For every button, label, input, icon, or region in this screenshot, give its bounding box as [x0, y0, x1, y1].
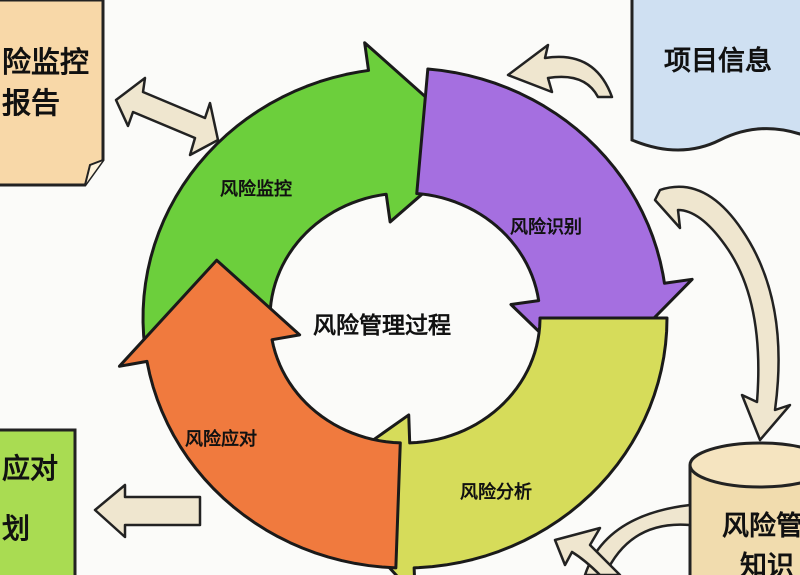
cycle-ring — [117, 41, 694, 575]
project-info-box: 项目信息 — [630, 0, 800, 152]
response-plan-line1: 应对 — [2, 452, 58, 485]
segment-respond — [117, 258, 402, 570]
project-info-label: 项目信息 — [664, 45, 772, 77]
cycle-labels: 风险监控 风险识别 风险分析 风险应对 风险管理过程 — [185, 178, 582, 503]
big-curved-arrow-icon — [653, 185, 792, 442]
segment-label-respond: 风险应对 — [185, 428, 257, 450]
left-arrow-icon — [93, 483, 202, 539]
monitor-report-line1: 险监控 — [2, 45, 89, 79]
bottom-curved-arrow-icon-2 — [553, 526, 622, 575]
segment-label-identify: 风险识别 — [510, 216, 582, 238]
segment-label-analyze: 风险分析 — [460, 481, 532, 503]
knowledge-base-cylinder: 风险管 知识 — [688, 441, 800, 575]
monitor-report-line2: 报告 — [2, 86, 60, 120]
knowledge-base-line1: 风险管 — [722, 510, 800, 542]
knowledge-base-line2: 知识 — [740, 551, 794, 575]
double-arrow-icon — [114, 76, 220, 157]
segment-label-monitor: 风险监控 — [220, 178, 292, 200]
monitor-report-box: 险监控 报告 — [0, 0, 105, 187]
response-plan-box: 应对 划 — [0, 428, 77, 575]
response-plan-line2: 划 — [2, 512, 30, 545]
curved-arrow-icon — [506, 43, 614, 99]
center-label: 风险管理过程 — [313, 312, 451, 339]
